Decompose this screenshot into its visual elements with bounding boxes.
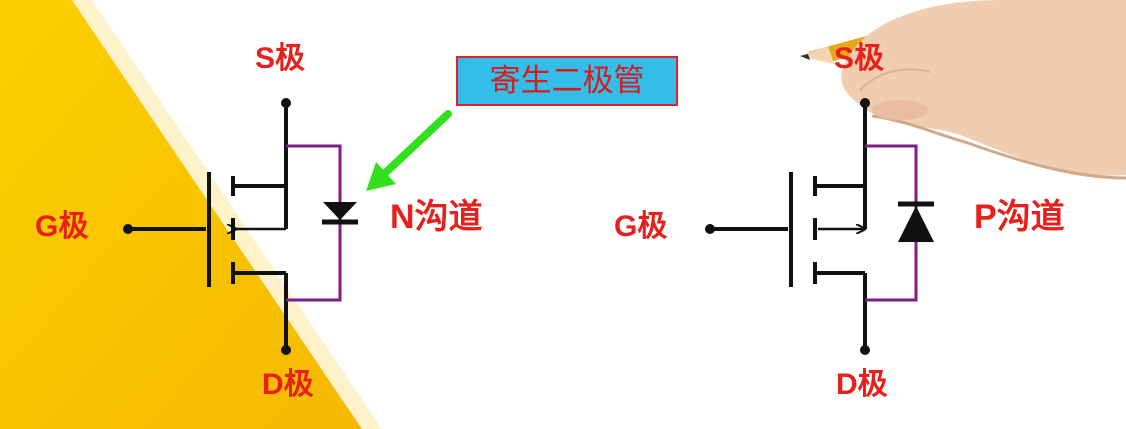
n-channel-mosfet	[123, 98, 358, 355]
n-channel-type-label: N沟道	[390, 198, 483, 236]
n-gate-label: G极	[35, 210, 89, 243]
p-drain-label: D极	[836, 368, 888, 401]
green-arrow-icon	[366, 110, 452, 191]
p-channel-mosfet	[705, 98, 934, 355]
n-source-label: S极	[255, 42, 306, 75]
n-drain-label: D极	[262, 368, 314, 401]
p-channel-type-label: P沟道	[974, 198, 1065, 236]
parasitic-diode-callout: 寄生二极管	[456, 56, 678, 106]
p-gate-label: G极	[614, 210, 668, 243]
p-source-label: S极	[834, 42, 885, 75]
